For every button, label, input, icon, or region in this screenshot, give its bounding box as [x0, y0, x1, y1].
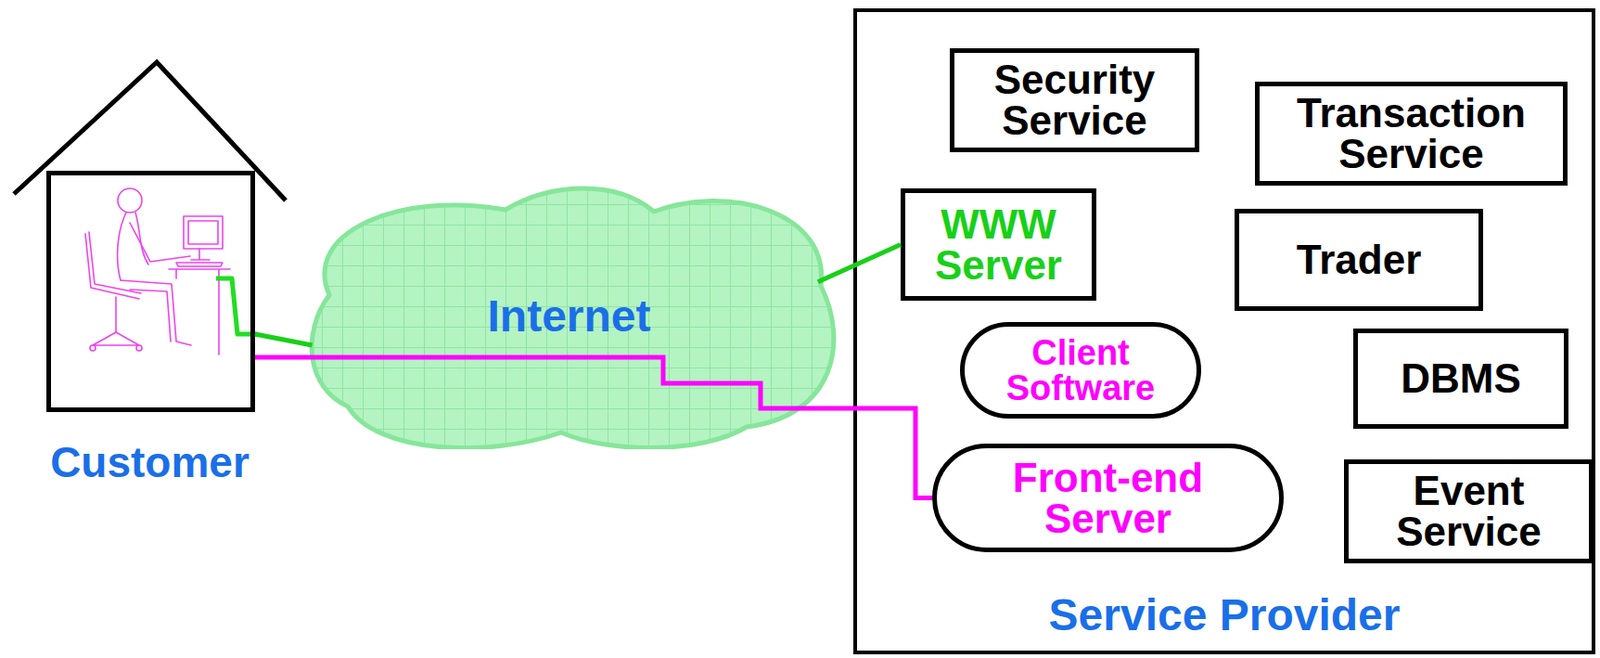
- node-label: Front-end Server: [973, 457, 1243, 539]
- node-label: Client Software: [987, 334, 1174, 406]
- connector-line: [255, 357, 933, 499]
- roof-line: [13, 62, 286, 201]
- internet-cloud: Internet: [301, 183, 837, 449]
- service-box: Event Service: [1344, 459, 1594, 564]
- node-label: Customer: [50, 440, 250, 484]
- node-label: DBMS: [1400, 358, 1522, 399]
- node-label: Event Service: [1362, 470, 1576, 552]
- person-at-computer: [85, 188, 231, 355]
- connector-line: [255, 333, 313, 346]
- server-box: WWW Server: [900, 188, 1097, 301]
- house-body: [46, 170, 256, 412]
- node-label: Transaction Service: [1272, 92, 1551, 175]
- node-label: Security Service: [968, 59, 1182, 141]
- service-box: Security Service: [949, 48, 1200, 153]
- node-label: WWW Server: [920, 204, 1078, 286]
- server-pill: Front-end Server: [932, 443, 1284, 552]
- cloud-shape: [311, 188, 834, 448]
- database-box: DBMS: [1353, 328, 1569, 429]
- connector-line: [818, 244, 901, 282]
- software-pill: Client Software: [960, 321, 1202, 419]
- node-label: Internet: [486, 294, 651, 339]
- house-roof: [12, 58, 288, 487]
- customer-house: Customer: [12, 58, 288, 487]
- provider-region: Service Provider Security Service Transact…: [853, 8, 1596, 654]
- node-label: Trader: [1296, 239, 1422, 281]
- service-box: Trader: [1234, 208, 1484, 311]
- service-box: Transaction Service: [1254, 81, 1568, 186]
- node-label: Service Provider: [1049, 592, 1401, 638]
